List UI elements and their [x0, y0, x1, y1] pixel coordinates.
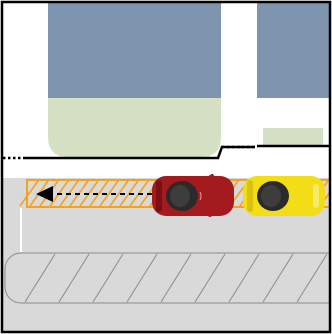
- red-car: [152, 174, 234, 217]
- building-left: [48, 3, 221, 98]
- zone-hatch-line: [109, 180, 129, 207]
- strip-hatch-line: [58, 253, 90, 303]
- strip-hatch-line: [296, 253, 328, 303]
- strip-hatch-line: [194, 253, 226, 303]
- zone-hatch-line: [19, 180, 39, 207]
- lawn-left: [48, 96, 221, 157]
- strip-hatch-line: [262, 253, 294, 303]
- building-right: [257, 3, 329, 98]
- strip-hatch-line: [228, 253, 260, 303]
- strip-hatch-line: [92, 253, 124, 303]
- zone-hatch-line: [89, 180, 109, 207]
- hatched-parking-strip: [4, 252, 329, 304]
- zone-hatch-line: [99, 180, 119, 207]
- strip-hatch-line: [24, 253, 56, 303]
- lawn-right: [263, 128, 323, 147]
- strip-hatch-line: [160, 253, 192, 303]
- yellow-car: [243, 176, 325, 216]
- path-arrow: [36, 186, 152, 202]
- arrow-head-icon: [36, 186, 53, 202]
- strip-hatch-line: [126, 253, 158, 303]
